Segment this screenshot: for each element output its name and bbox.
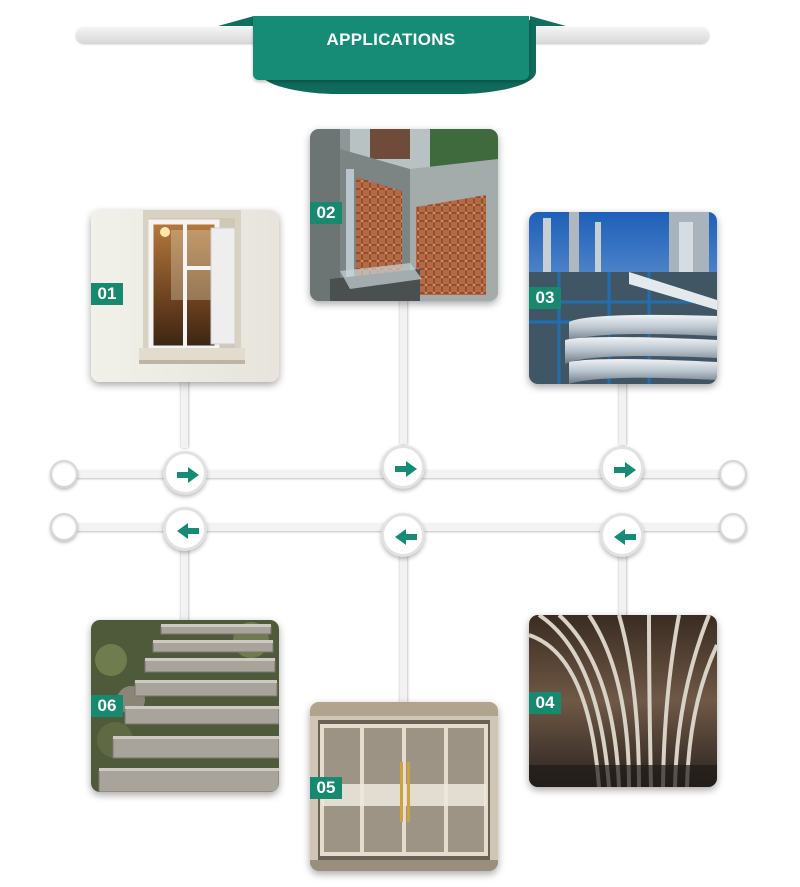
timeline-bottom-end (719, 513, 747, 541)
card-number-badge: 05 (310, 777, 342, 799)
card-ceiling[interactable]: 04 (529, 615, 717, 787)
card-building[interactable]: 02 (310, 129, 498, 301)
card-window[interactable]: 01 (91, 210, 279, 382)
header-banner: APPLICATIONS (253, 16, 529, 80)
page-title: APPLICATIONS (326, 30, 456, 49)
right-arrow-icon (177, 467, 199, 483)
right-arrow-icon (395, 461, 417, 477)
stairs-photo (91, 620, 279, 792)
card-industry[interactable]: 03 (529, 212, 717, 384)
timeline-node-02 (381, 445, 425, 489)
timeline-node-06 (163, 507, 207, 551)
timeline-node-01 (163, 451, 207, 495)
timeline-top-start (50, 460, 78, 488)
timeline-top-end (719, 460, 747, 488)
left-arrow-icon (177, 523, 199, 539)
card-number-badge: 01 (91, 283, 123, 305)
left-arrow-icon (614, 529, 636, 545)
banner-fold-left (218, 16, 254, 26)
connector-04 (619, 552, 626, 618)
timeline-node-04 (600, 513, 644, 557)
timeline-bottom-start (50, 513, 78, 541)
ceiling-photo (529, 615, 717, 787)
card-door[interactable]: 05 (310, 702, 498, 871)
card-number-badge: 03 (529, 287, 561, 309)
timeline-node-03 (600, 446, 644, 490)
connector-02 (400, 298, 407, 444)
left-arrow-icon (395, 529, 417, 545)
timeline-node-05 (381, 513, 425, 557)
card-number-badge: 06 (91, 695, 123, 717)
card-stairs[interactable]: 06 (91, 620, 279, 792)
door-photo (310, 702, 498, 871)
connector-06 (181, 548, 188, 624)
connector-05 (400, 552, 407, 704)
right-arrow-icon (614, 462, 636, 478)
connector-03 (619, 383, 626, 445)
card-number-badge: 02 (310, 202, 342, 224)
connector-01 (181, 378, 188, 448)
card-number-badge: 04 (529, 692, 561, 714)
window-photo (91, 210, 279, 382)
banner-fold-right (530, 16, 566, 26)
